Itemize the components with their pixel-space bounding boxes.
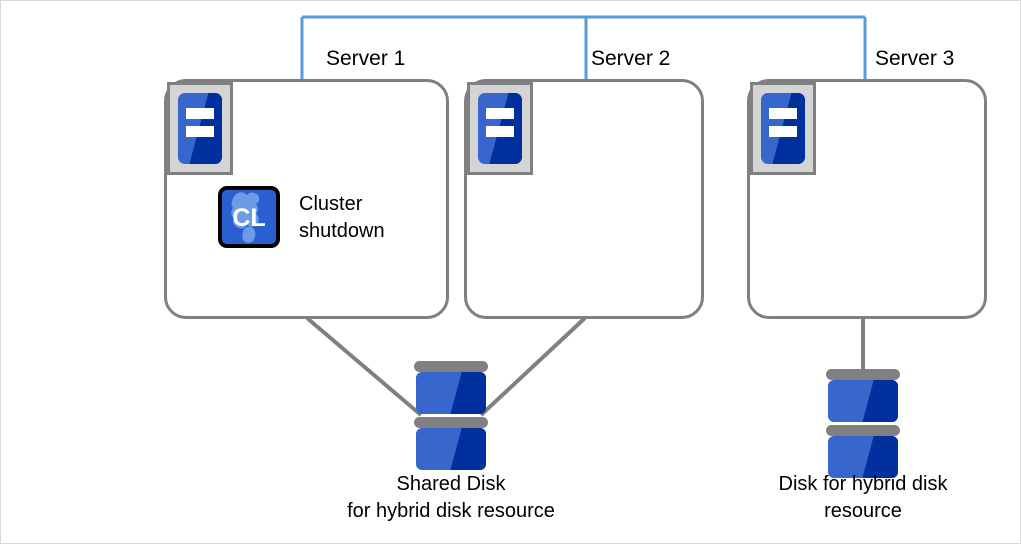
machine-icon-bar-top	[486, 108, 514, 119]
connector-server1-shared-disk	[305, 316, 423, 417]
machine-icon-bar-top	[769, 108, 797, 119]
disk-platter-bar	[826, 369, 900, 380]
server-machine-icon	[167, 82, 233, 175]
server-label-server-2: Server 2	[591, 47, 671, 70]
disk-platter-body	[416, 428, 486, 470]
disk-platter-body	[828, 380, 898, 422]
server-machine-icon	[750, 82, 816, 175]
cluster-shutdown-label: Cluster shutdown	[299, 193, 385, 242]
machine-icon-body	[478, 93, 522, 164]
disk-stack-icon[interactable]	[826, 369, 900, 478]
machine-icon-body	[761, 93, 805, 164]
disk-platter-bar	[826, 425, 900, 436]
disk-stack-icon[interactable]	[414, 361, 488, 470]
shared-disk-caption: Shared Disk for hybrid disk resource	[347, 473, 555, 522]
disk-platter-bar	[414, 417, 488, 428]
disk-platter-body	[828, 436, 898, 478]
server-label-server-1: Server 1	[326, 47, 406, 70]
machine-icon-bar-bottom	[486, 126, 514, 137]
network-bus	[300, 15, 867, 79]
disk-connectors	[305, 316, 865, 417]
server-box-server-1[interactable]	[164, 79, 449, 319]
hybrid-disk-caption: Disk for hybrid disk resource	[778, 473, 948, 522]
disk-platter-body	[416, 372, 486, 414]
machine-icon-bar-bottom	[769, 126, 797, 137]
connector-server2-shared-disk	[479, 316, 587, 417]
machine-icon-bar-bottom	[186, 126, 214, 137]
cl-icon-text: CL	[232, 204, 265, 232]
machine-icon-bar-top	[186, 108, 214, 119]
server-label-server-3: Server 3	[875, 47, 955, 70]
disk-platter-bar	[414, 361, 488, 372]
machine-icon-body	[178, 93, 222, 164]
cl-cluster-icon[interactable]: CL	[218, 186, 280, 248]
server-machine-icon	[467, 82, 533, 175]
